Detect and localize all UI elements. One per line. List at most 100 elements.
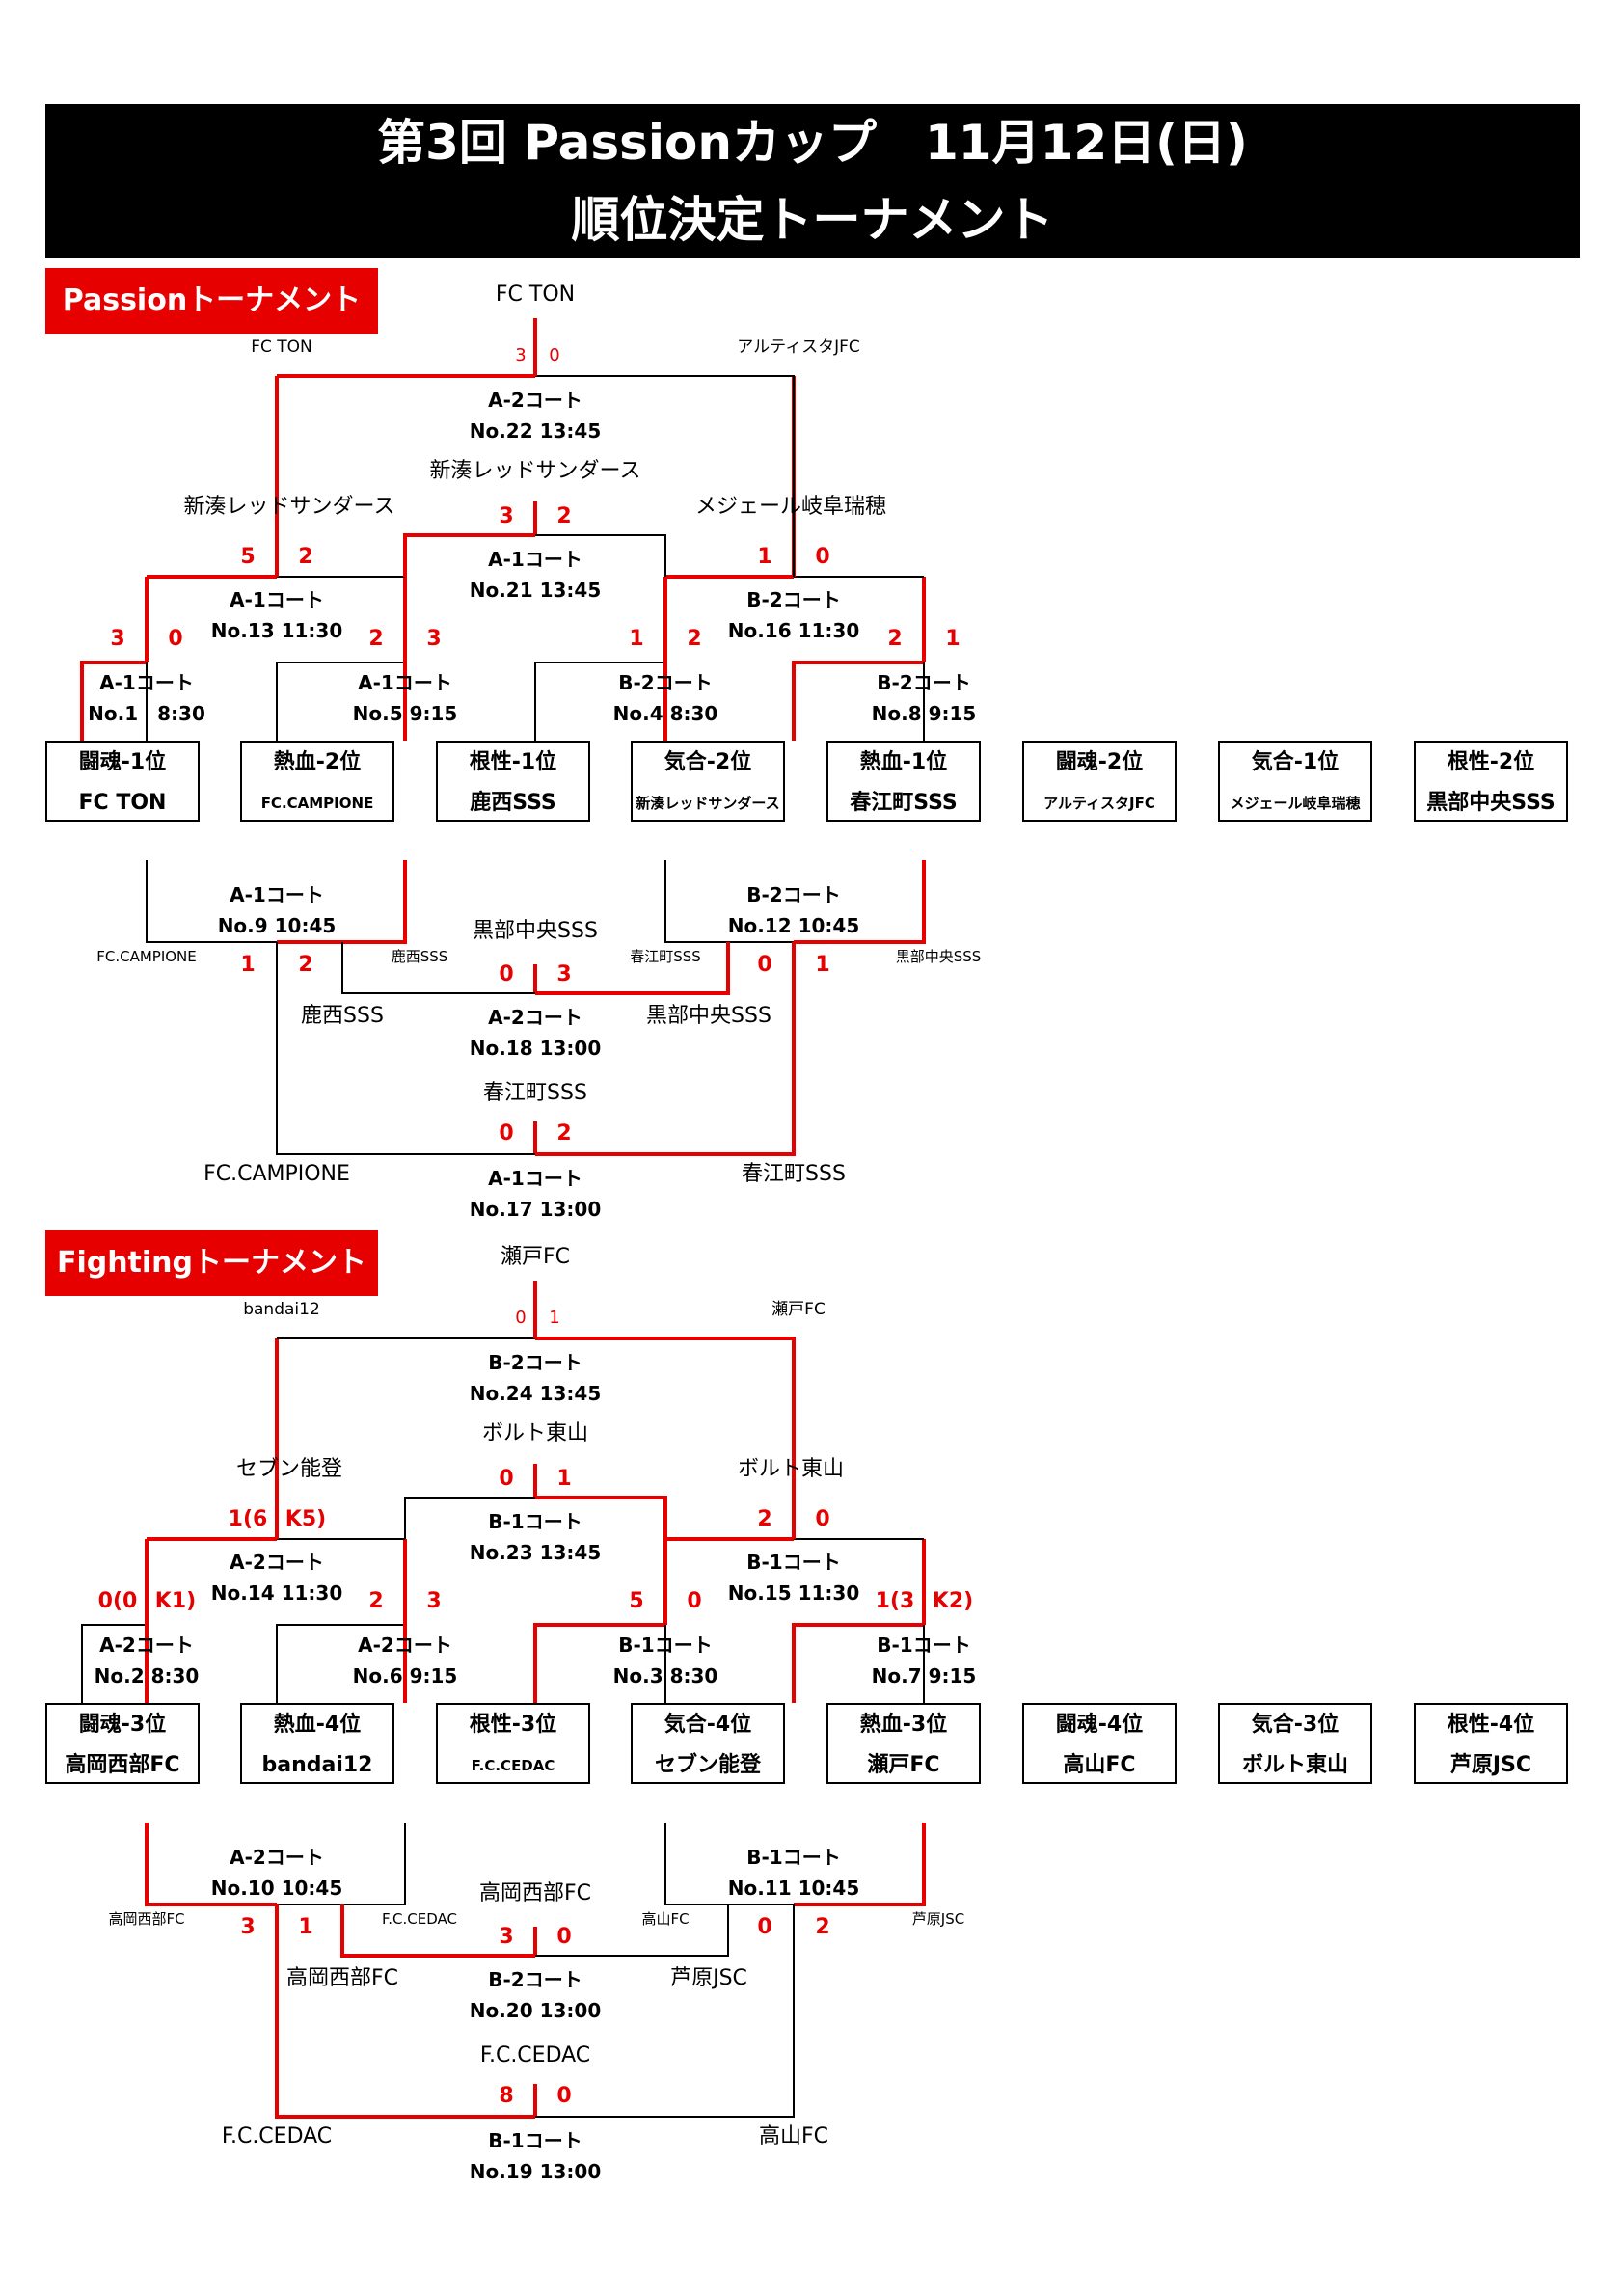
bracket-line bbox=[277, 1823, 406, 1905]
score-right: 0 bbox=[168, 627, 183, 651]
team-name: 高岡西部FC bbox=[65, 1753, 180, 1777]
score-left: 5 bbox=[629, 1589, 644, 1613]
match-court: A-2コート bbox=[230, 1551, 324, 1574]
winner-name: ボルト東山 bbox=[481, 1421, 589, 1445]
match-info: No.4 8:30 bbox=[612, 702, 718, 725]
team-seed: 気合-3位 bbox=[1251, 1713, 1340, 1737]
match-court: B-1コート bbox=[746, 1551, 841, 1574]
score-right: 1 bbox=[945, 627, 961, 651]
match-court: B-1コート bbox=[746, 1846, 841, 1869]
match-info: No.7 9:15 bbox=[871, 1664, 977, 1688]
entrant-name: FC.CAMPIONE bbox=[96, 948, 197, 965]
score-left: 0 bbox=[757, 953, 772, 977]
team-name: 瀬戸FC bbox=[867, 1753, 940, 1777]
score-right: 0 bbox=[815, 1507, 830, 1531]
entrant-name: F.C.CEDAC bbox=[382, 1910, 457, 1928]
team-seed: 闘魂-3位 bbox=[78, 1713, 167, 1737]
match-info: No.19 13:00 bbox=[469, 2160, 602, 2183]
match-court: A-2コート bbox=[230, 1846, 324, 1869]
match-info: No.24 13:45 bbox=[469, 1382, 602, 1405]
team-name: アルティスタJFC bbox=[1043, 795, 1155, 812]
team-name: 芦原JSC bbox=[1449, 1753, 1532, 1777]
team-seed: 根性-1位 bbox=[469, 750, 557, 774]
entrant-name: 高岡西部FC bbox=[108, 1910, 185, 1928]
team-name: 鹿西SSS bbox=[470, 791, 556, 815]
score-left: 1 bbox=[629, 627, 644, 651]
score-left: 1(3 bbox=[875, 1589, 915, 1613]
entrant-name: FC.CAMPIONE bbox=[203, 1162, 350, 1186]
team-box: 熱血-1位春江町SSS bbox=[826, 741, 981, 822]
team-name: ボルト東山 bbox=[1241, 1753, 1348, 1777]
score-left: 5 bbox=[240, 545, 256, 569]
score-right: 3 bbox=[426, 627, 442, 651]
team-box: 気合-1位メジェール岐阜瑞穂 bbox=[1218, 741, 1372, 822]
entrant-name: ボルト東山 bbox=[737, 1457, 845, 1481]
score-left: 2 bbox=[757, 1507, 772, 1531]
team-seed: 熱血-4位 bbox=[273, 1713, 362, 1737]
team-seed: 闘魂-4位 bbox=[1055, 1713, 1144, 1737]
match-info: No.18 13:00 bbox=[469, 1037, 602, 1060]
score-right: K1) bbox=[154, 1589, 197, 1613]
team-box: 闘魂-3位高岡西部FC bbox=[45, 1703, 200, 1784]
score-right: 2 bbox=[298, 953, 313, 977]
entrant-name: 黒部中央SSS bbox=[895, 948, 982, 965]
bracket-line bbox=[80, 661, 147, 741]
bracket-line bbox=[145, 1823, 277, 1906]
score-left: 2 bbox=[368, 627, 384, 651]
score-left: 8 bbox=[499, 2084, 514, 2108]
match-info: No.11 10:45 bbox=[727, 1877, 860, 1900]
bracket-line bbox=[664, 860, 794, 943]
team-box: 闘魂-4位高山FC bbox=[1022, 1703, 1177, 1784]
team-name: F.C.CEDAC bbox=[471, 1757, 555, 1774]
match-court: A-1コート bbox=[358, 671, 452, 694]
entrant-name: 鹿西SSS bbox=[391, 948, 448, 965]
match-info: No.15 11:30 bbox=[727, 1581, 860, 1605]
team-seed: 熱血-2位 bbox=[273, 750, 362, 774]
match-court: B-2コート bbox=[746, 883, 841, 906]
score-left: 0 bbox=[499, 1121, 514, 1146]
title-line-1: 第3回 Passionカップ 11月12日(日) bbox=[377, 115, 1248, 171]
team-name: 黒部中央SSS bbox=[1426, 791, 1556, 815]
entrant-name: bandai12 bbox=[243, 1300, 320, 1319]
match-court: A-2コート bbox=[488, 389, 582, 412]
entrant-name: 高山FC bbox=[641, 1910, 690, 1928]
team-seed: 気合-4位 bbox=[663, 1713, 752, 1737]
bracket-line bbox=[535, 375, 795, 577]
team-seed: 気合-1位 bbox=[1251, 750, 1340, 774]
bracket-line bbox=[275, 1904, 535, 2119]
score-right: 2 bbox=[687, 627, 702, 651]
bracket-line bbox=[792, 1623, 924, 1703]
title-line-2: 順位決定トーナメント bbox=[571, 192, 1054, 248]
entrant-name: 瀬戸FC bbox=[771, 1300, 826, 1319]
match-info: No.9 10:45 bbox=[217, 914, 337, 937]
match-info: No.22 13:45 bbox=[469, 419, 602, 443]
winner-name: 新湊レッドサンダース bbox=[429, 459, 641, 483]
match-court: A-1コート bbox=[99, 671, 194, 694]
team-seed: 気合-2位 bbox=[663, 750, 752, 774]
score-left: 0 bbox=[757, 1915, 772, 1939]
match-court: A-1コート bbox=[488, 1167, 582, 1190]
team-box: 気合-2位新湊レッドサンダース bbox=[631, 741, 785, 822]
score-left: 0 bbox=[499, 1467, 514, 1491]
match-info: No.1 8:30 bbox=[88, 702, 205, 725]
entrant-name: 鹿西SSS bbox=[301, 1004, 384, 1028]
winner-name: 春江町SSS bbox=[483, 1081, 587, 1105]
team-name: セブン能登 bbox=[654, 1753, 761, 1777]
bracket-line bbox=[792, 661, 924, 741]
score-left: 1(6 bbox=[228, 1507, 268, 1531]
entrant-name: 春江町SSS bbox=[630, 948, 701, 965]
bracket-line bbox=[534, 662, 665, 741]
bracket-line bbox=[535, 1904, 795, 2118]
score-right: 2 bbox=[556, 504, 572, 528]
entrant-name: 芦原JSC bbox=[911, 1910, 965, 1928]
winner-name: 黒部中央SSS bbox=[473, 919, 598, 943]
entrant-name: メジェール岐阜瑞穂 bbox=[694, 495, 887, 519]
match-info: No.14 11:30 bbox=[210, 1581, 343, 1605]
bracket-line bbox=[403, 533, 535, 577]
team-name: 春江町SSS bbox=[850, 791, 958, 815]
match-court: A-2コート bbox=[358, 1634, 452, 1657]
team-name: メジェール岐阜瑞穂 bbox=[1230, 795, 1361, 812]
match-court: B-1コート bbox=[488, 2129, 582, 2152]
